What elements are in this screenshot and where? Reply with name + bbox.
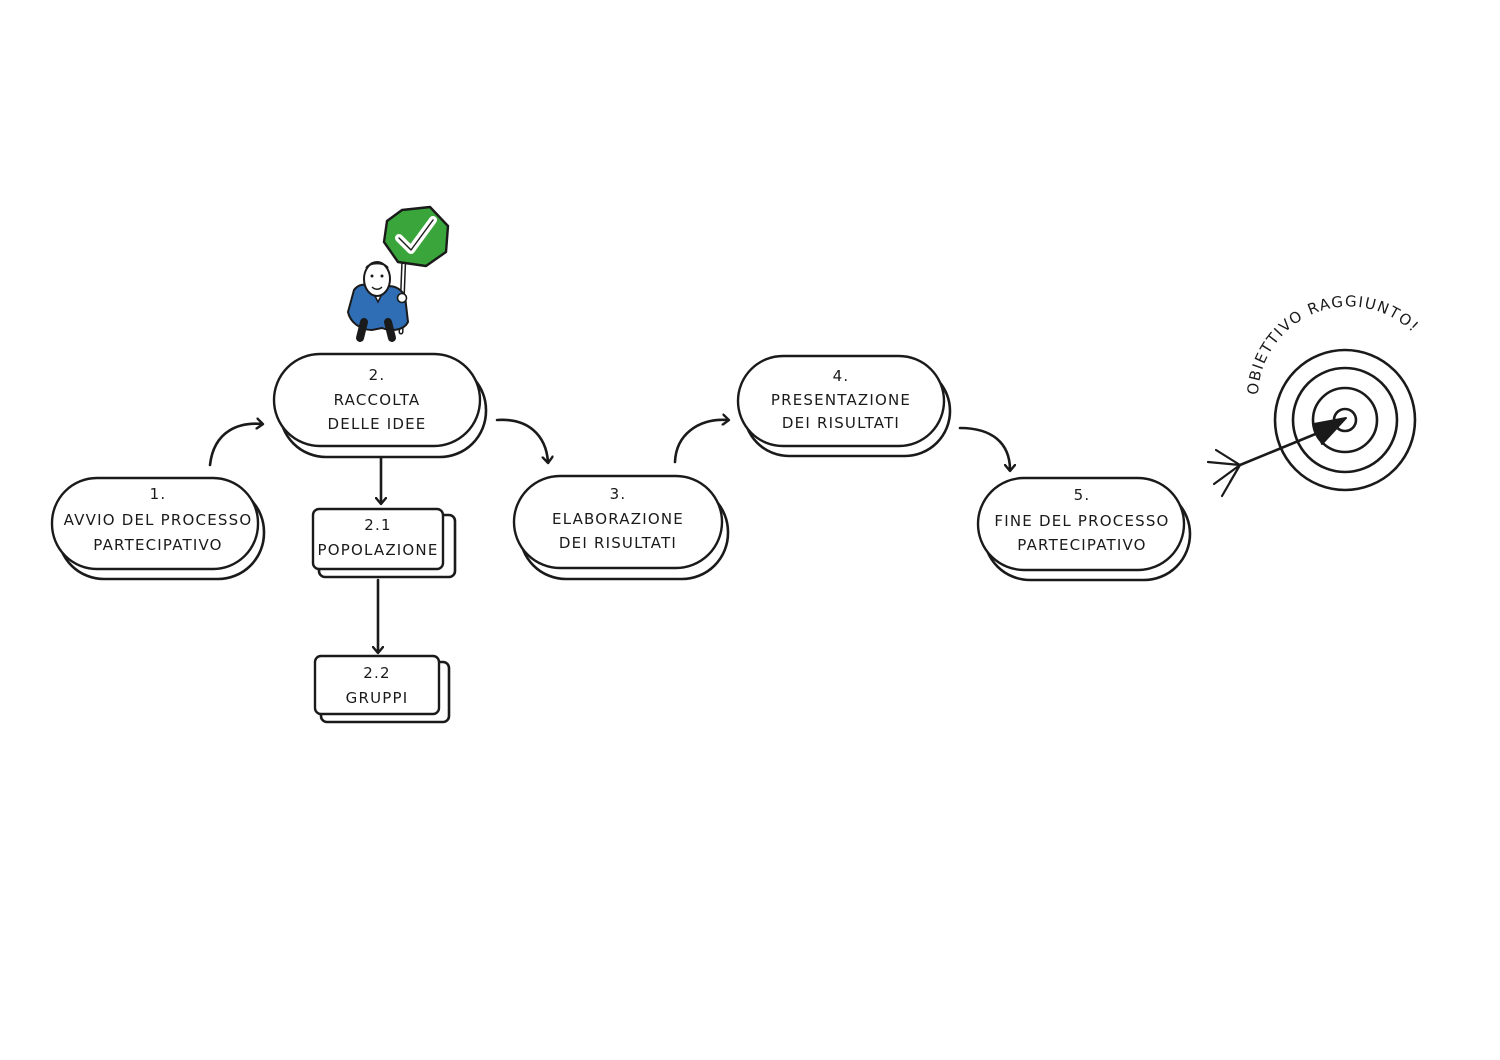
step-3-number: 3. xyxy=(610,485,627,503)
step-5-label-line1: FINE DEL PROCESSO xyxy=(994,512,1169,530)
step-2-number: 2. xyxy=(369,366,386,384)
arrow-1-to-2 xyxy=(208,424,262,467)
step-3-label-line2: DEI RISULTATI xyxy=(559,534,677,552)
goal-label: OBIETTIVO RAGGIUNTO! xyxy=(1244,292,1423,395)
step-3-node: 3. ELABORAZIONE DEI RISULTATI xyxy=(512,474,730,581)
step-1-label-line2: PARTECIPATIVO xyxy=(93,536,222,554)
step-5-label-line2: PARTECIPATIVO xyxy=(1017,536,1146,554)
step-5-number: 5. xyxy=(1074,486,1091,504)
step-2-node: 2. RACCOLTA DELLE IDEE xyxy=(272,352,488,459)
arrow-4-to-5 xyxy=(958,426,1010,470)
step-2-label-line1: RACCOLTA xyxy=(334,391,421,409)
step-2-1-node: 2.1 POPOLAZIONE xyxy=(311,507,457,579)
step-4-number: 4. xyxy=(833,367,850,385)
step-1-number: 1. xyxy=(150,485,167,503)
step-1-node: 1. AVVIO DEL PROCESSO PARTECIPATIVO xyxy=(50,476,266,581)
target-icon xyxy=(1273,348,1417,492)
arrow-3-to-4 xyxy=(673,420,728,464)
step-2-2-node: 2.2 GRUPPI xyxy=(313,654,451,724)
step-4-label-line1: PRESENTAZIONE xyxy=(771,391,911,409)
step-4-node: 4. PRESENTAZIONE DEI RISULTATI xyxy=(736,354,952,458)
arrow-2-to-3 xyxy=(495,418,548,462)
step-2-label-line2: DELLE IDEE xyxy=(328,415,427,433)
step-1-label-line1: AVVIO DEL PROCESSO xyxy=(64,511,253,529)
arrow-icon xyxy=(1206,417,1347,498)
goal-label-path: OBIETTIVO RAGGIUNTO! xyxy=(1244,292,1422,395)
step-2-1-number: 2.1 xyxy=(364,516,391,534)
step-2-1-label: POPOLAZIONE xyxy=(317,541,438,559)
step-2-2-label: GRUPPI xyxy=(346,689,409,707)
step-5-node: 5. FINE DEL PROCESSO PARTECIPATIVO xyxy=(976,476,1192,582)
step-4-label-line2: DEI RISULTATI xyxy=(782,414,900,432)
step-2-2-number: 2.2 xyxy=(363,664,390,682)
step-3-label-line1: ELABORAZIONE xyxy=(552,510,684,528)
person-with-check-sign-icon xyxy=(346,205,450,342)
